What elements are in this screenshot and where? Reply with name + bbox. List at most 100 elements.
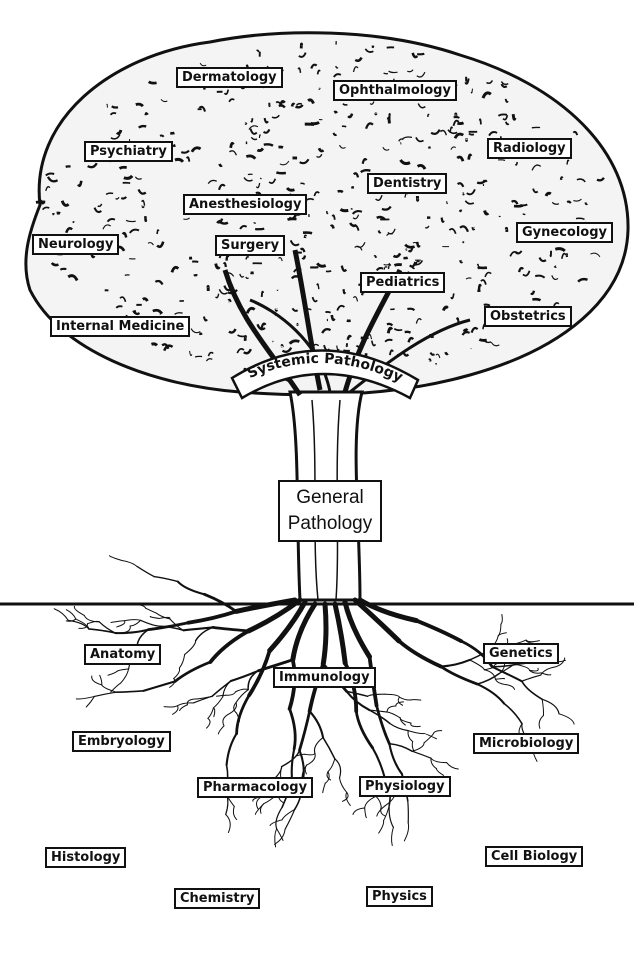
root-stroke	[392, 827, 394, 845]
label-histology: Histology	[45, 847, 126, 868]
root-stroke	[154, 577, 178, 582]
root-stroke	[437, 769, 444, 776]
root-stroke	[207, 718, 211, 728]
root-stroke	[506, 685, 515, 690]
root-stroke	[541, 673, 551, 675]
root-stroke	[501, 614, 502, 624]
root-stroke	[175, 662, 210, 681]
root-stroke	[411, 723, 420, 726]
root-stroke	[356, 711, 372, 748]
label-pharmacology: Pharmacology	[197, 777, 313, 798]
root-stroke	[76, 696, 94, 699]
leaf-stroke	[498, 160, 505, 161]
root-stroke	[522, 675, 541, 681]
root-stroke	[213, 627, 249, 631]
root-stroke	[231, 671, 259, 681]
root-stroke	[384, 805, 390, 820]
label-dentistry: Dentistry	[367, 173, 447, 194]
leaf-stroke	[463, 329, 467, 331]
root-stroke	[542, 699, 543, 715]
leaf-stroke	[325, 312, 330, 313]
leaf-stroke	[483, 180, 487, 181]
root-stroke	[516, 664, 529, 670]
leaf-stroke	[506, 228, 507, 232]
leaf-stroke	[514, 205, 523, 206]
leaf-stroke	[149, 82, 157, 83]
root-stroke	[141, 620, 160, 626]
root-stroke	[389, 744, 412, 752]
root-stroke	[495, 679, 506, 684]
leaf-stroke	[394, 265, 401, 266]
root-stroke	[179, 654, 184, 668]
label-chemistry: Chemistry	[174, 888, 260, 909]
leaf-stroke	[532, 299, 540, 300]
root-stroke	[431, 758, 447, 762]
label-obstetrics: Obstetrics	[484, 306, 572, 327]
root-stroke	[260, 804, 263, 813]
root-stroke	[225, 692, 235, 695]
leaf-stroke	[145, 216, 146, 221]
root-stroke	[185, 641, 196, 655]
root-stroke	[282, 750, 300, 766]
label-gynecology: Gynecology	[516, 222, 613, 243]
root-stroke	[323, 738, 335, 759]
root-stroke	[137, 566, 154, 576]
leaf-stroke	[199, 333, 202, 334]
root-stroke	[412, 742, 414, 752]
leaf-stroke	[245, 336, 246, 341]
root-stroke	[213, 708, 214, 717]
root-stroke	[335, 759, 341, 778]
root-stroke	[148, 623, 188, 630]
general-pathology-line-2: Pathology	[280, 511, 380, 537]
general-pathology-line-1: General	[280, 485, 380, 511]
root-stroke	[335, 604, 345, 663]
root-stroke	[111, 621, 124, 623]
leaf-stroke	[195, 356, 202, 357]
root-stroke	[54, 609, 68, 621]
leaf-stroke	[264, 144, 273, 145]
root-stroke	[353, 808, 365, 814]
leaf-stroke	[343, 350, 350, 351]
leaf-stroke	[326, 271, 331, 272]
leaf-stroke	[160, 136, 164, 137]
root-stroke	[522, 681, 542, 699]
label-cell-biology: Cell Biology	[485, 846, 583, 867]
root-stroke	[412, 751, 431, 758]
root-stroke	[277, 829, 283, 841]
root-stroke	[124, 620, 140, 621]
root-stroke	[305, 765, 306, 774]
leaf-stroke	[334, 112, 337, 113]
label-genetics: Genetics	[483, 643, 559, 664]
leaf-stroke	[276, 172, 286, 173]
root-stroke	[164, 706, 177, 707]
root-stroke	[389, 744, 402, 775]
root-stroke	[365, 796, 376, 808]
root-stroke	[328, 759, 335, 772]
leaf-stroke	[523, 214, 526, 215]
leaf-stroke	[342, 126, 346, 127]
leaf-stroke	[457, 123, 463, 124]
root-stroke	[447, 763, 459, 769]
root-stroke	[117, 669, 129, 671]
root-stroke	[66, 610, 76, 619]
root-stroke	[530, 668, 539, 671]
root-stroke	[539, 716, 543, 729]
root-stroke	[504, 703, 522, 723]
root-stroke	[180, 705, 188, 711]
root-stroke	[387, 712, 400, 718]
root-stroke	[408, 731, 424, 734]
root-stroke	[314, 738, 323, 754]
root-stroke	[433, 731, 442, 735]
root-stroke	[376, 796, 381, 807]
root-stroke	[385, 694, 399, 697]
leaf-stroke	[390, 309, 394, 310]
label-anesthesiology: Anesthesiology	[183, 194, 307, 215]
root-stroke	[441, 667, 477, 685]
root-stroke	[74, 606, 84, 615]
root-stroke	[310, 711, 323, 737]
root-stroke	[408, 731, 413, 742]
root-stroke	[404, 823, 408, 841]
root-stroke	[233, 806, 236, 819]
root-stroke	[210, 631, 248, 662]
